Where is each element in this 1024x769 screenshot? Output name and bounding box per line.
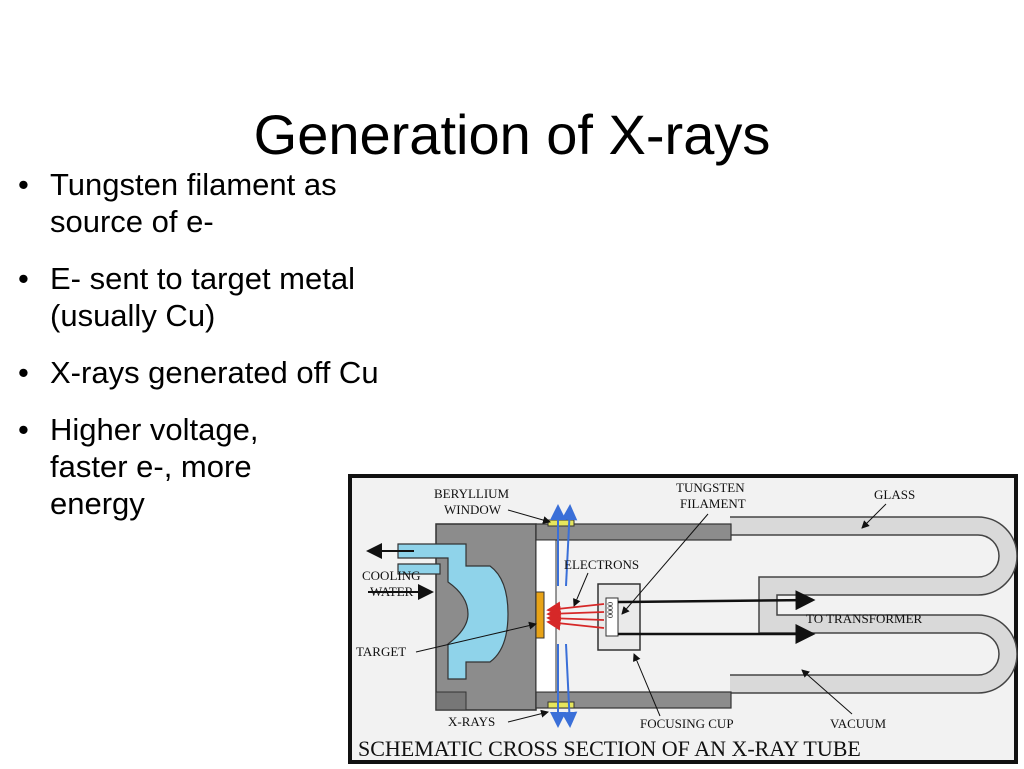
xray-arrow [561,643,578,728]
anode-flange-top [535,523,732,541]
label-cooling: COOLING [362,568,421,583]
anode-flange-bottom [535,691,732,709]
leader-window [507,509,551,524]
glass-envelope-inner [730,534,1000,676]
leader-filament [621,513,709,615]
label-glass: GLASS [874,487,915,502]
bullet-item: • Tungsten filament as source of e- [18,166,370,240]
diagram-caption: SCHEMATIC CROSS SECTION OF AN X-RAY TUBE [358,736,861,761]
leader-electrons [573,572,589,607]
electron-arrow [546,616,605,631]
glass-envelope-outline [730,516,1018,694]
bullet-text: Higher voltage, faster e-, more energy [50,412,259,521]
xray-arrow [561,504,578,587]
label-xrays: X-RAYS [448,714,495,729]
target [535,591,545,639]
label-beryllium: BERYLLIUM [434,486,510,501]
anode-base [435,691,467,711]
label-tungsten: TUNGSTEN [676,480,745,495]
bullet-text: Tungsten filament as source of e- [50,167,337,239]
beryllium-window-bottom [547,701,575,709]
cooling-water-inlet [397,563,441,575]
bullet-item: • X-rays generated off Cu [18,354,430,391]
bullet-item: • E- sent to target metal (usually Cu) [18,260,380,334]
label-to-transformer: TO TRANSFORMER [806,611,923,626]
label-window: WINDOW [444,502,502,517]
transformer-lead-top [617,590,816,611]
vacuum-chamber [535,539,557,693]
leader-xrays [507,709,549,723]
label-vacuum: VACUUM [830,716,887,731]
label-focusing-cup: FOCUSING CUP [640,716,734,731]
bullet-text: X-rays generated off Cu [50,355,379,390]
xray-tube-diagram: 0000 BERYLLIUM WINDOW TUNGSTEN FILAMENT … [348,474,1018,764]
leader-focusing-cup [633,653,661,717]
bullet-item: • Higher voltage, faster e-, more energy [18,411,340,522]
label-target: TARGET [356,644,406,659]
bullet-dot: • [18,167,29,202]
slide-title: Generation of X-rays [253,103,771,166]
label-electrons: ELECTRONS [564,557,639,572]
label-water: WATER [370,584,414,599]
bullet-dot: • [18,355,29,390]
tungsten-filament [605,597,619,637]
focusing-cup [597,583,641,651]
leader-target [415,621,537,653]
filament-coil-glyph: 0000 [606,602,615,618]
xray-tube-figure: 0000 BERYLLIUM WINDOW TUNGSTEN FILAMENT … [348,474,1018,764]
leader-glass [861,503,887,529]
bullet-text: E- sent to target metal (usually Cu) [50,261,355,333]
bullet-list: • Tungsten filament as source of e- • E- s… [18,166,438,542]
label-filament: FILAMENT [680,496,746,511]
glass-envelope [730,517,1017,693]
cooling-water-channel [397,543,509,680]
bullet-dot: • [18,261,29,296]
leader-vacuum [801,669,853,715]
bullet-dot: • [18,412,29,447]
